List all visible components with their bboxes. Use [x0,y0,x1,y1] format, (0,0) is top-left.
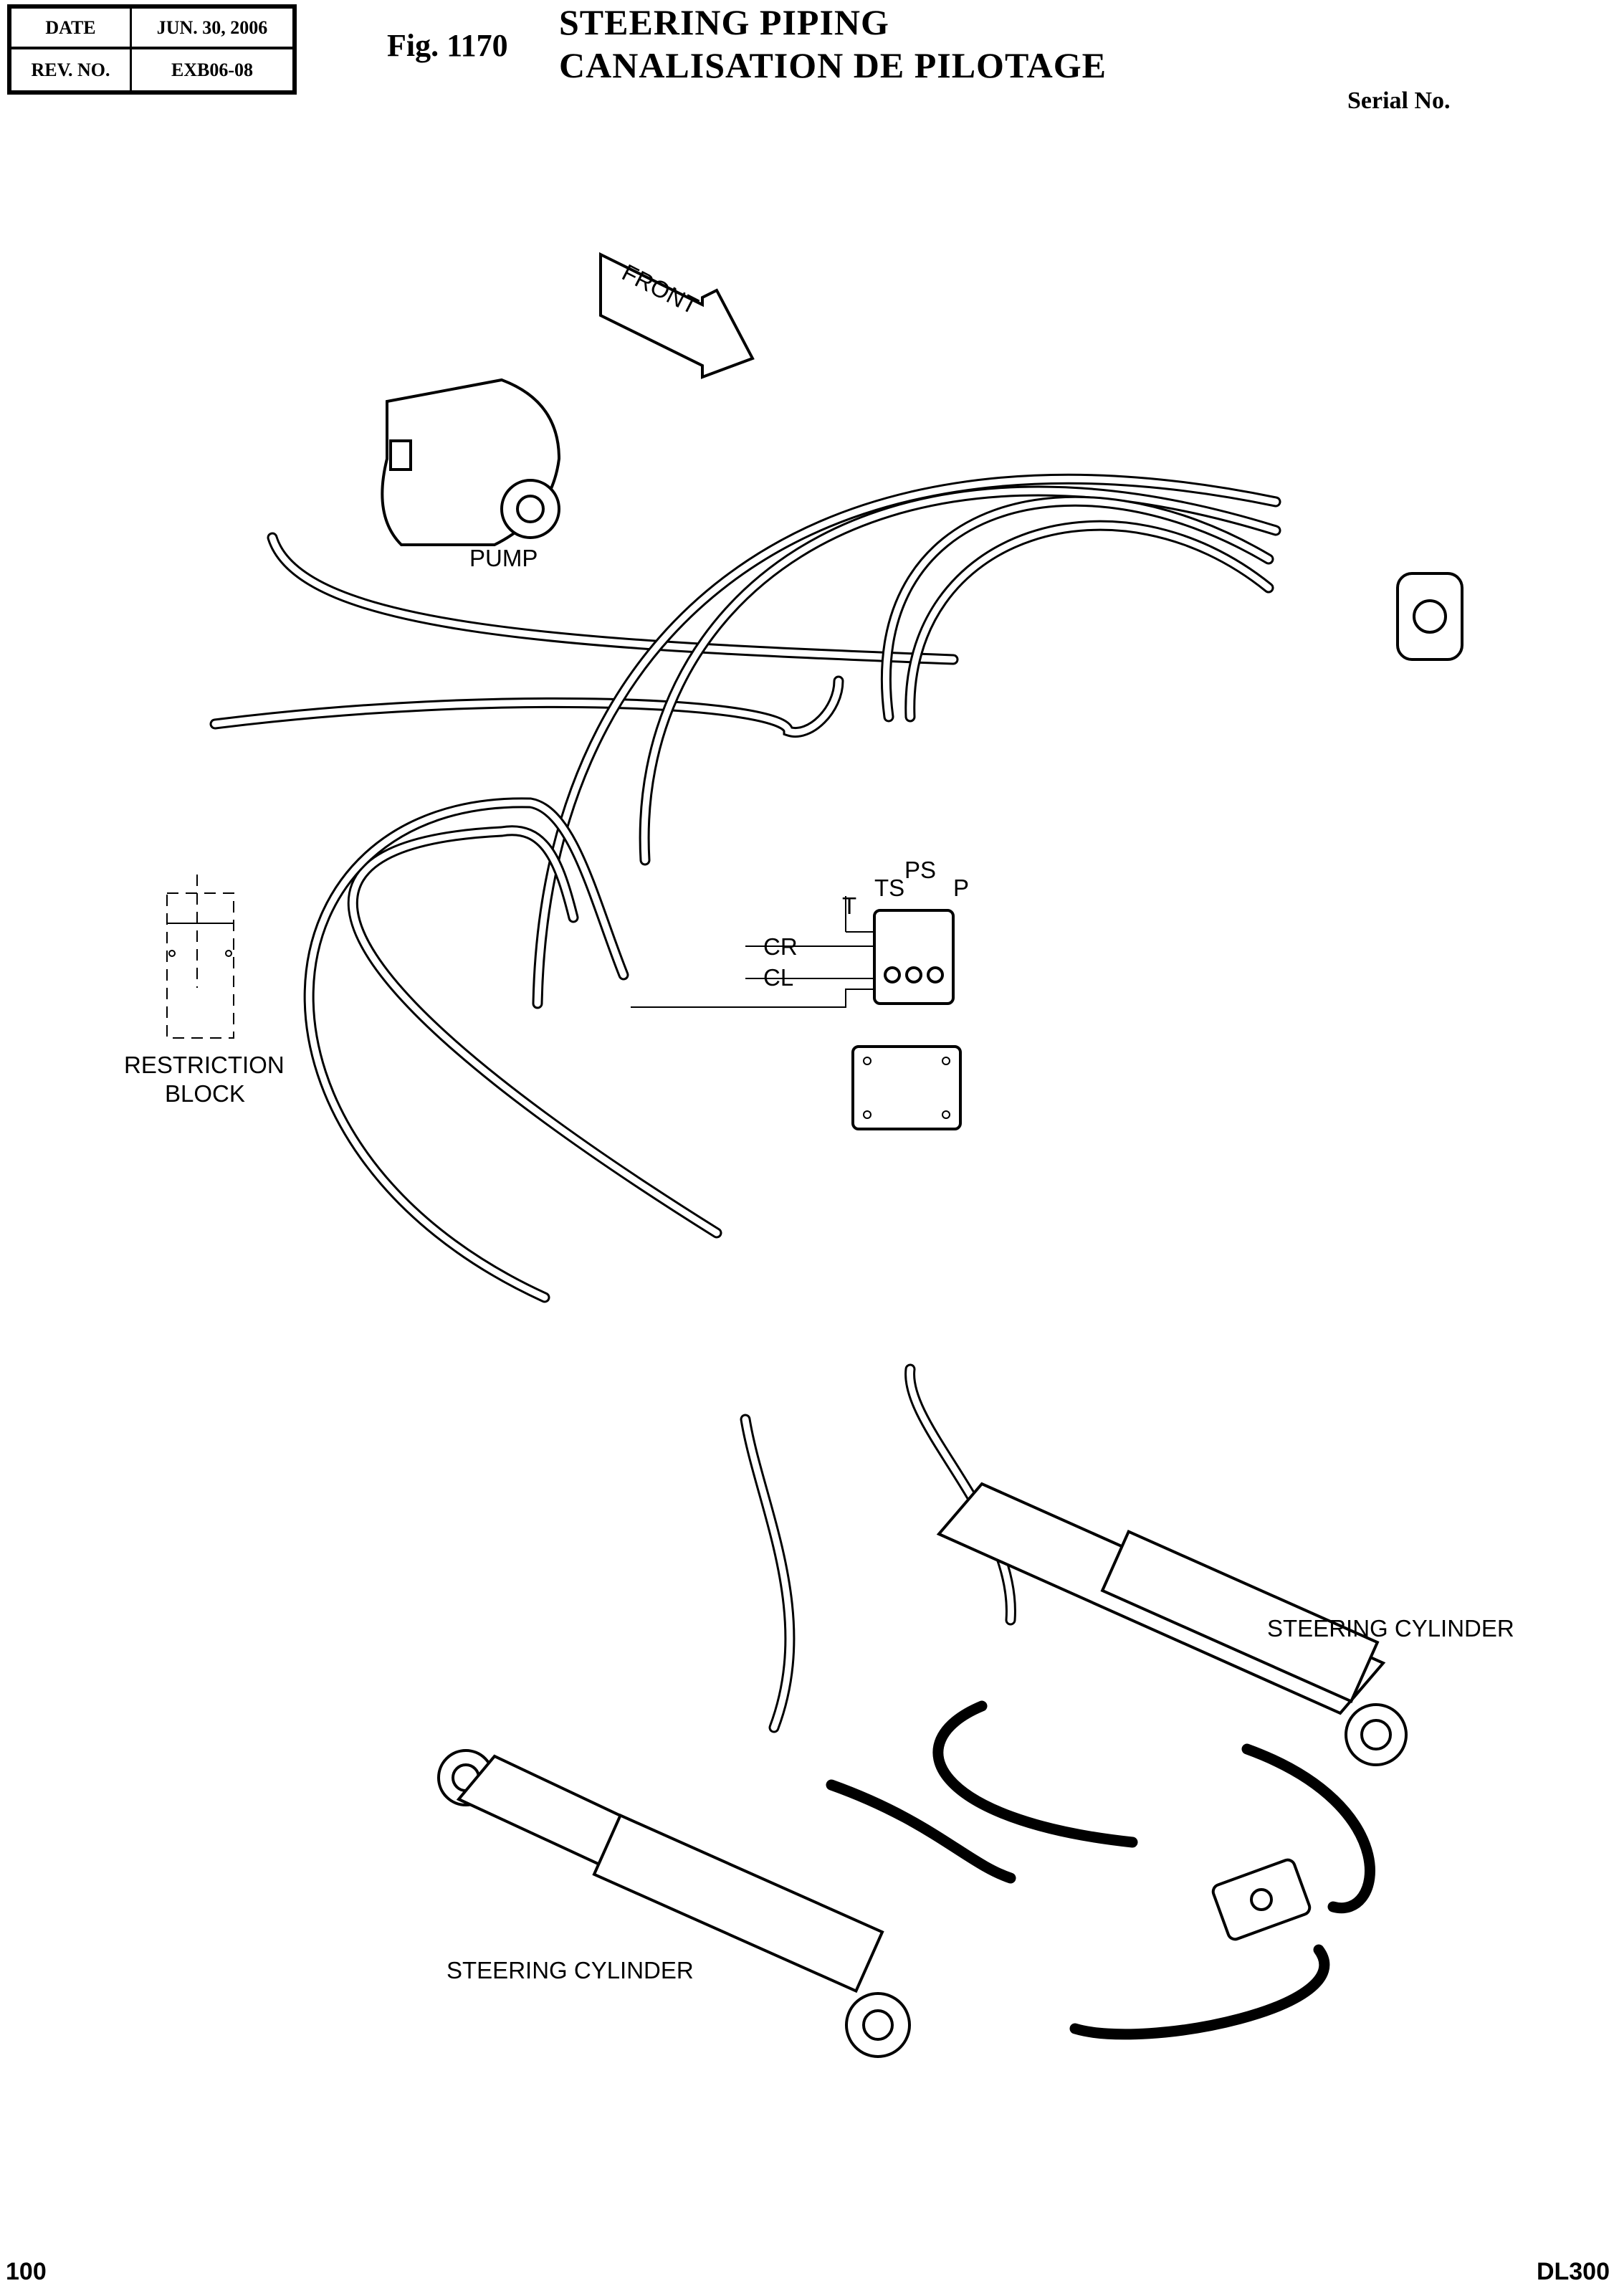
priority-valve: T TS PS P CR CL [631,857,969,1008]
title-french: CANALISATION DE PILOTAGE [559,45,1107,85]
page-number: 100 [6,2258,47,2285]
hoses [209,473,1375,2040]
steering-unit [1396,572,1463,661]
date-value: JUN. 30, 2006 [132,9,292,49]
steering-cylinder-right: STEERING CYLINDER [936,1482,1514,1766]
rev-value: EXB06-08 [171,59,254,80]
steering-cylinder-right-label: STEERING CYLINDER [1267,1615,1514,1642]
port-cl-label: CL [763,964,793,991]
port-ps-label: PS [904,857,936,883]
steering-cylinder-left: STEERING CYLINDER [437,1749,911,2058]
date-label: DATE [11,9,132,49]
rev-label: REV. NO. [11,49,132,90]
model-number: DL300 [1536,2258,1610,2285]
check-valve-block [1211,1858,1312,1941]
restriction-block: RESTRICTION BLOCK [124,875,285,1107]
restriction-block-label-line2: BLOCK [165,1080,245,1107]
restriction-block-label-line1: RESTRICTION [124,1052,285,1078]
front-arrow: FRONT [599,252,755,379]
serial-number-label: Serial No. [1347,87,1451,114]
mounting-plate [851,1045,962,1130]
port-p-label: P [953,875,969,901]
title-english: STEERING PIPING [559,2,889,42]
port-ts-label: TS [874,875,904,901]
figure-number: Fig. 1170 [387,28,508,63]
pump-label: PUMP [469,545,538,571]
pump-assembly: PUMP [381,378,561,571]
steering-cylinder-left-label: STEERING CYLINDER [447,1957,694,1983]
revision-table: DATE JUN. 30, 2006 REV. NO. EXB06-08 [7,4,297,95]
port-t-label: T [842,892,856,919]
